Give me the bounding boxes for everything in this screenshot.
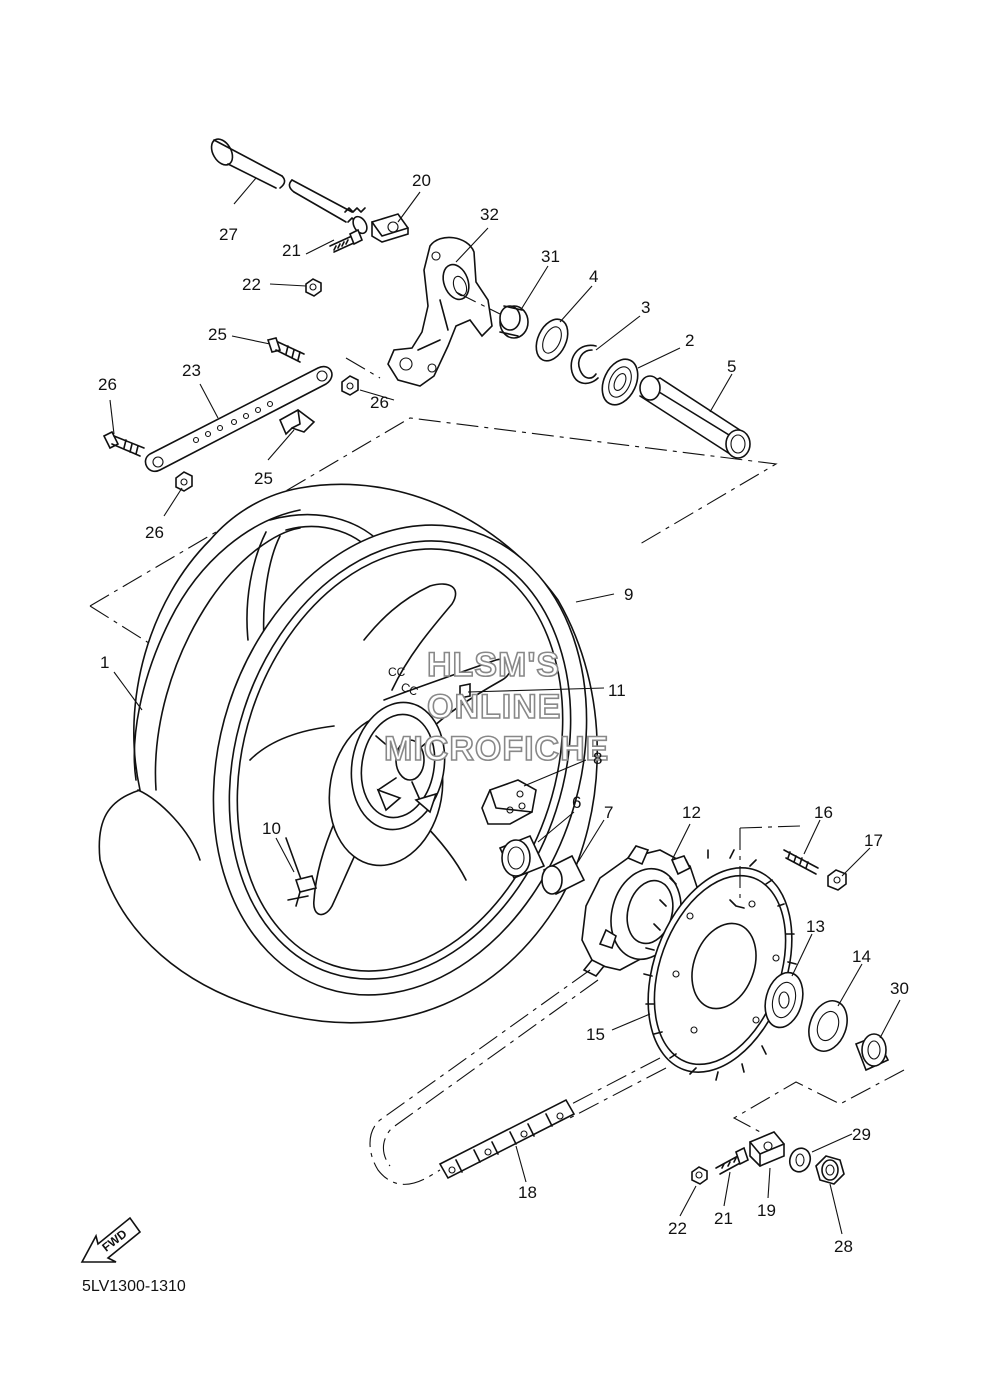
callout-2: 2 <box>685 331 694 350</box>
document-number: 5LV1300-1310 <box>82 1278 186 1295</box>
part-24-clip <box>278 409 316 436</box>
part-5-spacer <box>639 375 751 459</box>
callout-29: 29 <box>852 1125 871 1144</box>
part-21-adjust-bolt-lower <box>715 1146 749 1175</box>
svg-text:CC: CC <box>388 665 406 679</box>
part-4-oil-seal <box>535 318 569 362</box>
callout-5: 5 <box>727 357 736 376</box>
part-31-collar <box>499 305 529 339</box>
callout-4: 4 <box>589 267 598 286</box>
callout-23: 23 <box>182 361 201 380</box>
fwd-arrow-icon: FWD <box>80 1216 142 1263</box>
callout-6: 6 <box>572 793 581 812</box>
callout-22-upper: 22 <box>242 275 261 294</box>
callout-26-upper: 26 <box>370 393 389 412</box>
watermark-line-3: MICROFICHE <box>384 730 609 768</box>
part-26-nut-lower <box>175 471 193 492</box>
part-25-bolt-upper <box>266 337 305 363</box>
part-19-adjuster-block <box>749 1131 785 1167</box>
part-29-washer <box>788 1147 812 1173</box>
callout-26-lower: 26 <box>145 523 164 542</box>
callout-17: 17 <box>864 831 883 850</box>
callout-11: 11 <box>608 681 626 700</box>
part-11-balance-weight <box>459 683 471 699</box>
callout-25-upper: 25 <box>208 325 227 344</box>
part-16-stud-bolt <box>783 849 819 875</box>
callout-3: 3 <box>641 298 650 317</box>
watermark-line-1: HLSM'S <box>427 646 560 684</box>
part-23-torque-rod <box>144 365 333 473</box>
part-13-bearing <box>764 971 804 1029</box>
callout-31: 31 <box>541 247 560 266</box>
callouts: 27 20 21 22 32 31 4 3 2 5 25 23 26 26 25… <box>98 171 909 1256</box>
callout-19: 19 <box>757 1201 776 1220</box>
callout-10: 10 <box>262 819 281 838</box>
callout-27: 27 <box>219 225 238 244</box>
callout-1: 1 <box>100 653 109 672</box>
callout-15: 15 <box>586 1025 605 1044</box>
part-14-oil-seal <box>808 1000 848 1052</box>
part-26-nut-upper <box>341 375 359 396</box>
callout-25-lower: 26 <box>98 375 117 394</box>
part-25-bolt-lower <box>102 430 145 457</box>
part-30-collar <box>854 1033 890 1072</box>
part-27-axle <box>210 138 368 235</box>
part-17-nut <box>827 869 847 891</box>
callout-13: 13 <box>806 917 825 936</box>
callout-8: 8 <box>593 749 602 768</box>
watermark-line-2: ONLINE <box>427 688 561 726</box>
callout-16: 16 <box>814 803 833 822</box>
part-32-caliper-bracket <box>387 236 493 387</box>
callout-32: 32 <box>480 205 499 224</box>
part-10-valve <box>285 837 318 907</box>
part-6-bearing <box>498 834 546 880</box>
callout-7: 7 <box>604 803 613 822</box>
callout-24: 25 <box>254 469 273 488</box>
part-3-circlip <box>570 344 599 385</box>
callout-18: 18 <box>518 1183 537 1202</box>
part-2-bearing <box>601 358 639 406</box>
callout-21-lower: 21 <box>714 1209 733 1228</box>
part-20-adjuster-block <box>371 213 409 243</box>
svg-text:CC: CC <box>399 680 420 699</box>
part-28-axle-nut <box>815 1155 845 1185</box>
leader-lines <box>109 177 901 1235</box>
part-7-collar <box>541 854 586 896</box>
watermark: HLSM'S ONLINE MICROFICHE <box>383 645 609 769</box>
callout-9: 9 <box>624 585 633 604</box>
callout-22-lower: 22 <box>668 1219 687 1238</box>
callout-14: 14 <box>852 947 871 966</box>
callout-12: 12 <box>682 803 701 822</box>
callout-30: 30 <box>890 979 909 998</box>
part-8-damper <box>481 779 537 825</box>
part-18-drive-chain <box>369 969 667 1185</box>
callout-20: 20 <box>412 171 431 190</box>
callout-28: 28 <box>834 1237 853 1256</box>
part-22-nut-upper <box>305 278 322 297</box>
callout-21-upper: 21 <box>282 241 301 260</box>
part-22-nut-lower <box>691 1166 708 1185</box>
part-21-adjust-bolt-upper <box>329 228 364 253</box>
